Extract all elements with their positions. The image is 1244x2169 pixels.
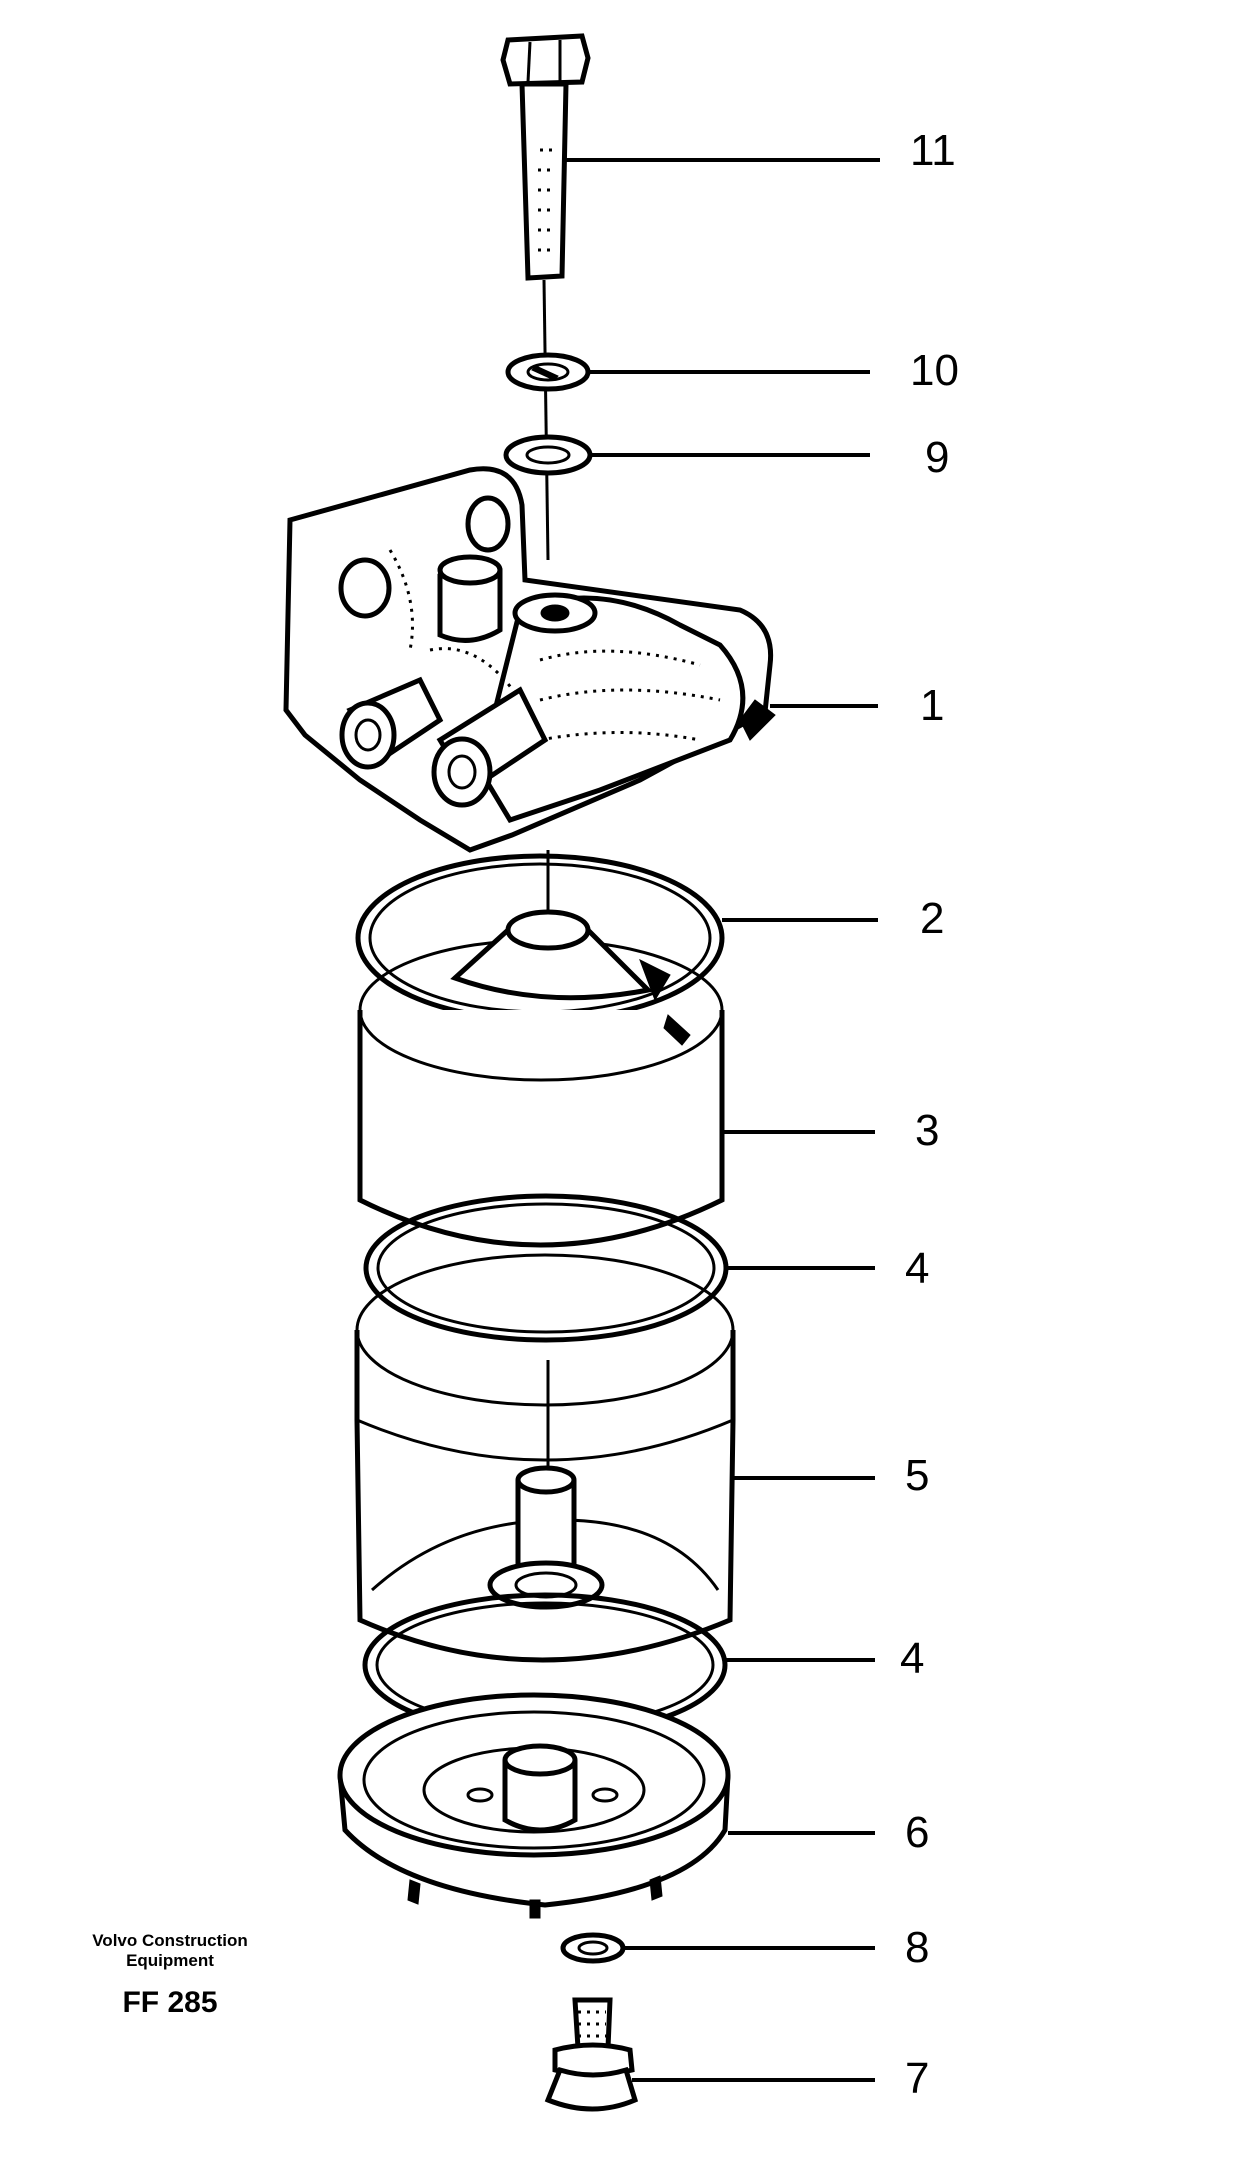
part-9-washer (503, 434, 593, 476)
part-7-drain-plug (544, 1997, 639, 2112)
drawing-code: FF 285 (122, 1986, 217, 2019)
part-11-bolt (500, 33, 591, 561)
callout-4-upper: 4 (905, 1244, 929, 1293)
part-5-bowl (354, 1253, 736, 1663)
callout-10: 10 (910, 346, 959, 395)
leader-lines (566, 158, 880, 2082)
callout-2: 2 (920, 894, 944, 943)
part-8-sealing-washer (560, 1932, 626, 1964)
part-10-lock-washer (505, 352, 591, 392)
callout-5: 5 (905, 1451, 929, 1500)
part-1-filter-head (283, 466, 776, 853)
part-6-bottom-cap (337, 1692, 731, 1919)
callout-3: 3 (915, 1106, 939, 1155)
callout-7: 7 (905, 2054, 929, 2103)
callout-4-lower: 4 (900, 1634, 924, 1683)
brand-line-1: Volvo Construction (92, 1931, 248, 1950)
brand-line-2: Equipment (126, 1951, 214, 1970)
callout-6: 6 (905, 1808, 929, 1857)
part-3-filter-element (357, 909, 725, 1248)
callout-11: 11 (910, 126, 956, 175)
callout-1: 1 (920, 681, 944, 730)
callout-8: 8 (905, 1923, 929, 1972)
callout-9: 9 (925, 433, 949, 482)
